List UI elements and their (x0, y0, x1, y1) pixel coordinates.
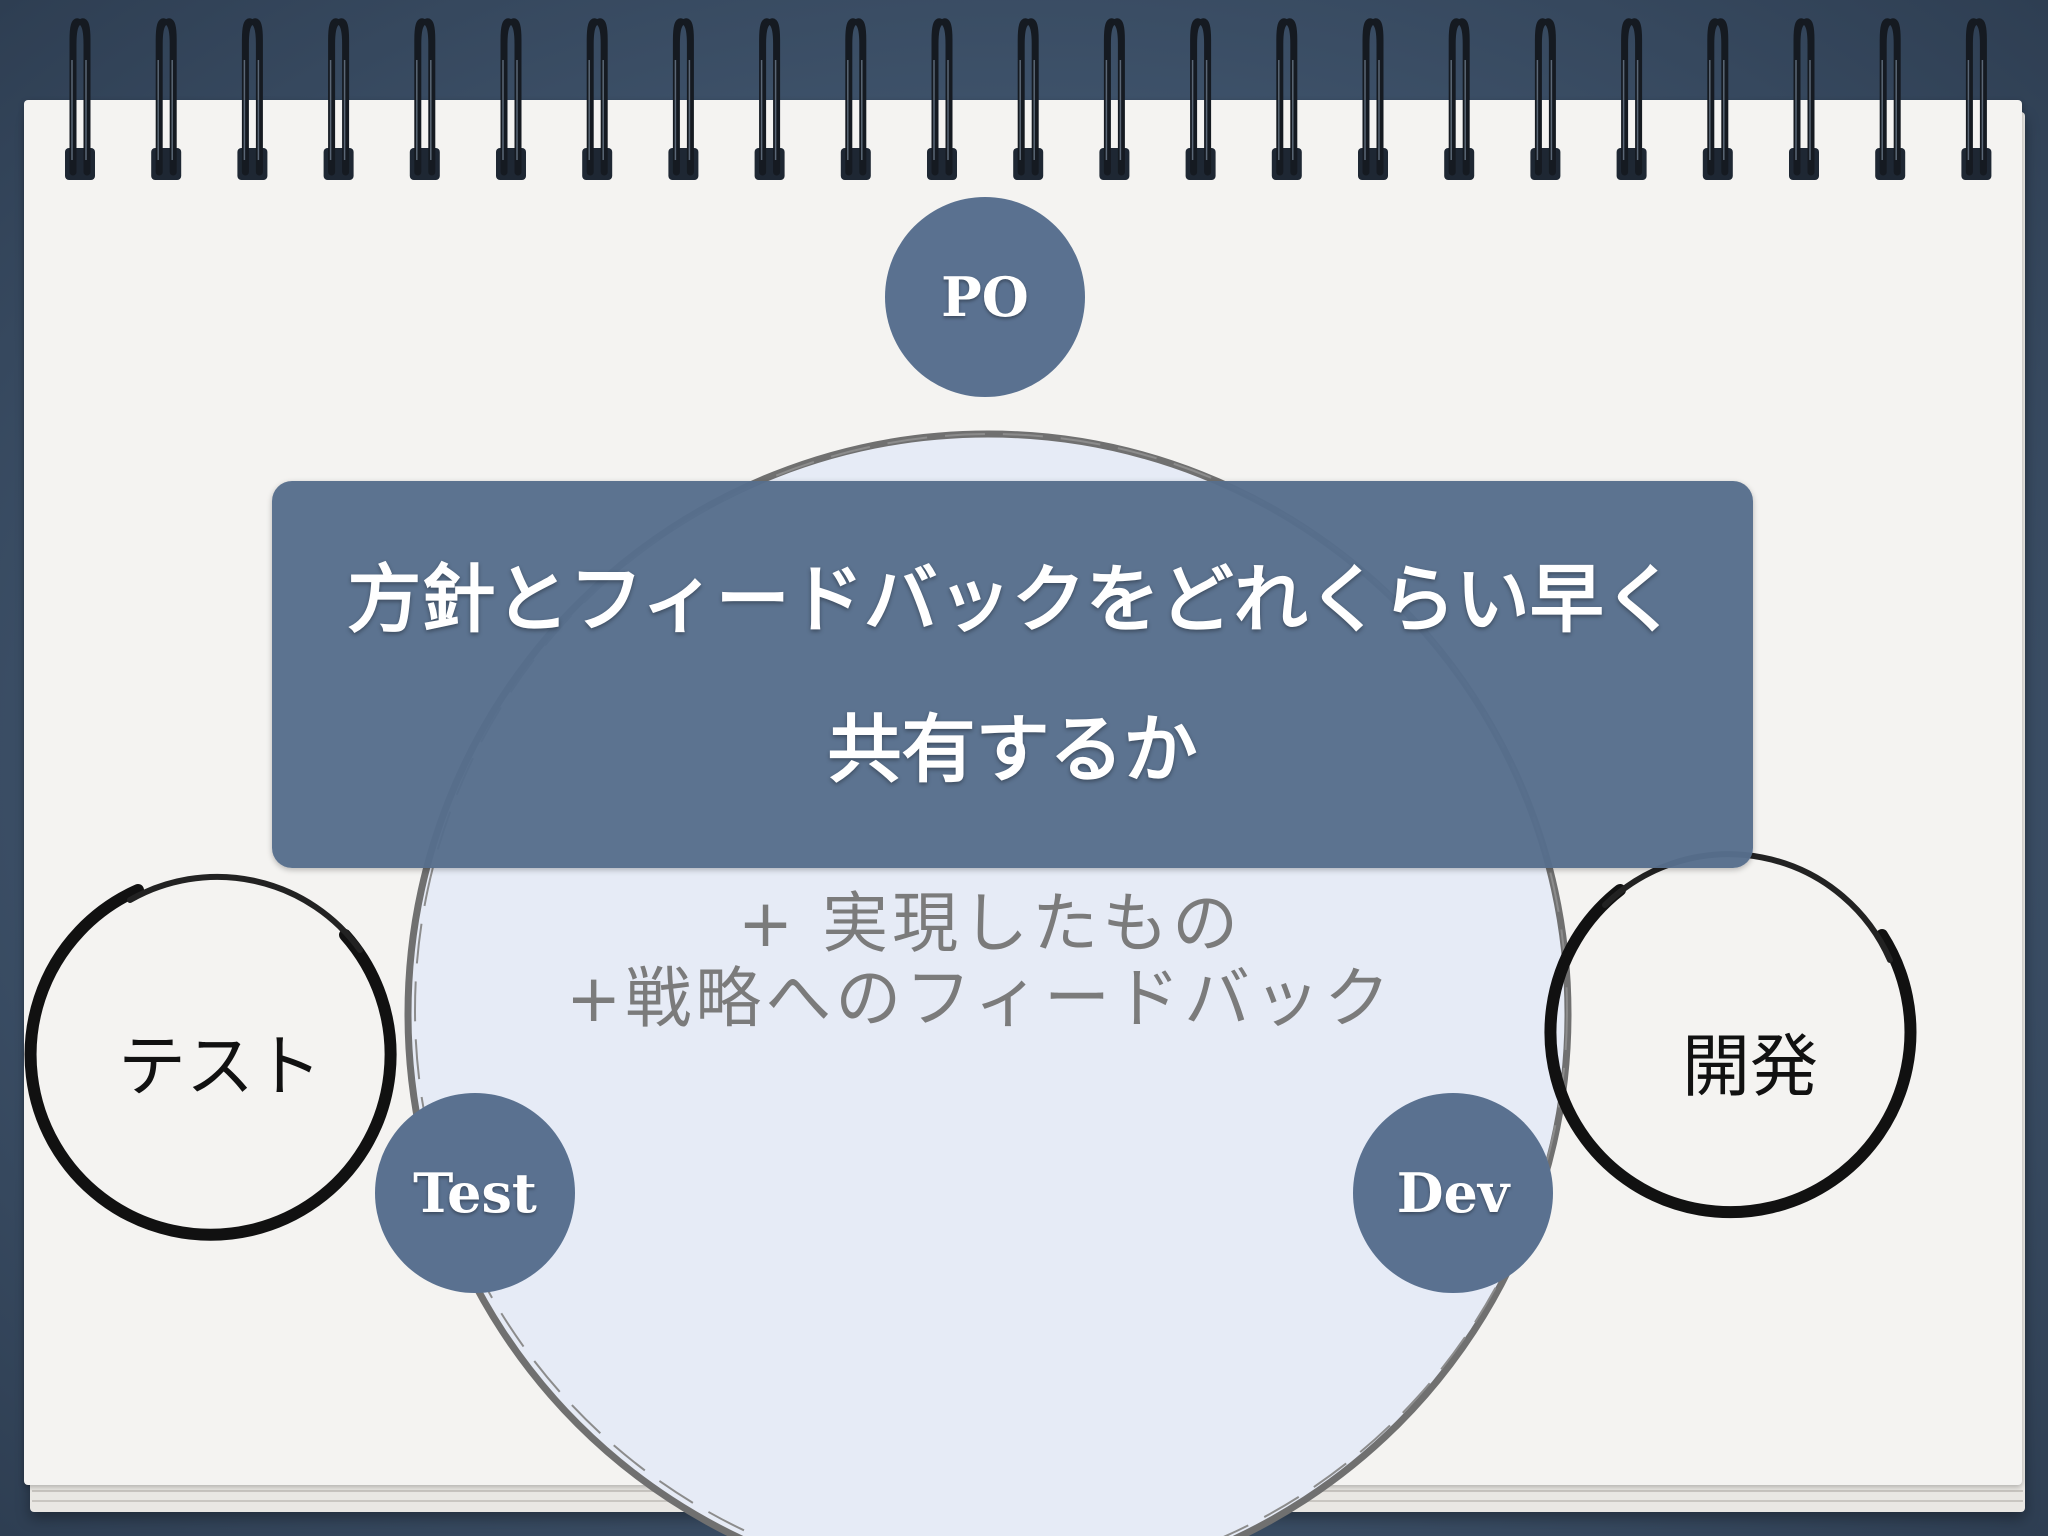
right-side-ring (1544, 884, 1917, 1219)
title-banner: 方針とフィードバックをどれくらい早く 共有するか (272, 481, 1753, 868)
center-text-line-1: + 実現したもの (737, 885, 1243, 962)
binding-ring (496, 18, 526, 180)
binding-ring (1013, 18, 1044, 180)
binding-ring (754, 18, 785, 180)
spiral-binding (65, 18, 1992, 180)
binding-ring (1185, 18, 1216, 180)
center-circle-stroke-sketch (414, 433, 1568, 1536)
binding-ring (1961, 18, 1992, 180)
binding-ring (1702, 18, 1733, 180)
title-line-1: 方針とフィードバックをどれくらい早く (347, 556, 1678, 643)
binding-ring (151, 18, 182, 180)
left-side-ring-sketch (127, 873, 363, 953)
binding-ring (582, 18, 613, 180)
binding-ring (409, 18, 440, 180)
binding-ring (840, 18, 871, 180)
dev-node (1353, 1093, 1553, 1293)
binding-ring (927, 18, 957, 180)
binding-ring (237, 18, 268, 180)
binding-ring (1530, 18, 1561, 180)
binding-ring (1789, 18, 1819, 180)
po-node-label: PO (941, 265, 1029, 329)
left-side-ring (24, 884, 397, 1241)
binding-ring (323, 18, 354, 180)
binding-ring (1358, 18, 1388, 180)
title-line-2: 共有するか (827, 706, 1198, 793)
binding-ring (1616, 18, 1647, 180)
dev-node-label: Dev (1396, 1161, 1510, 1225)
binding-ring (1875, 18, 1906, 180)
left-side-label: テスト (117, 1027, 322, 1107)
test-node-label: Test (413, 1161, 537, 1225)
binding-ring (1444, 18, 1475, 180)
binding-ring (1271, 18, 1302, 180)
test-node (375, 1093, 575, 1293)
center-text-line-2: +戦略へのフィードバック (566, 960, 1394, 1037)
binding-ring (1099, 18, 1130, 180)
right-side-ring-sketch (1602, 851, 1893, 963)
binding-ring (65, 18, 95, 180)
po-node (885, 197, 1085, 397)
right-side-label: 開発 (1681, 1027, 1818, 1107)
binding-ring (668, 18, 699, 180)
